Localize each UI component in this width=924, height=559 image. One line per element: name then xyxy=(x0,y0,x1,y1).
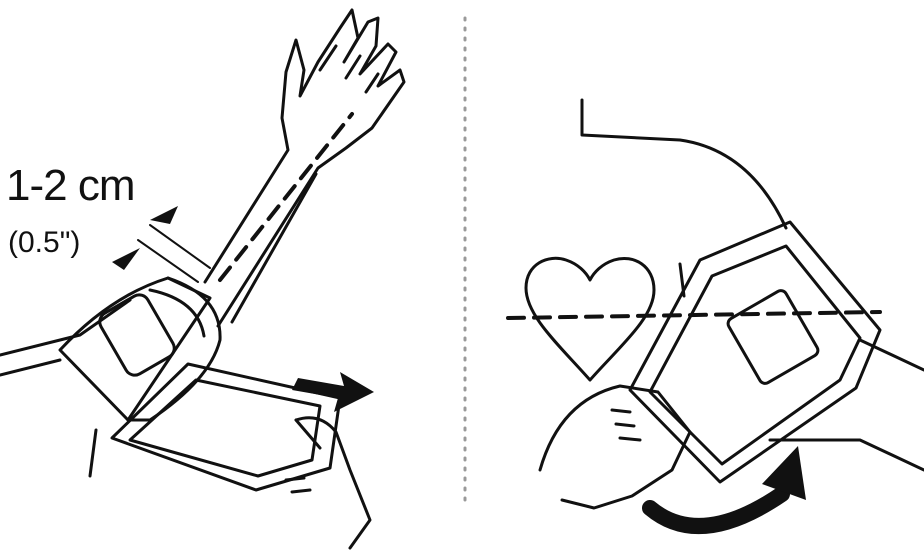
distance-guides xyxy=(138,225,210,282)
body-outline xyxy=(582,100,786,228)
heart-level-line xyxy=(508,312,880,318)
right-panel xyxy=(508,100,924,526)
distance-inch-label: (0.5") xyxy=(8,228,80,258)
distance-cm-label: 1-2 cm xyxy=(6,164,134,208)
arrow-icon xyxy=(292,372,374,412)
hand-icon xyxy=(540,386,690,508)
cuff-icon xyxy=(630,222,880,482)
cuff-icon xyxy=(60,278,220,420)
left-panel xyxy=(0,10,404,548)
forearm-outline xyxy=(770,340,924,470)
